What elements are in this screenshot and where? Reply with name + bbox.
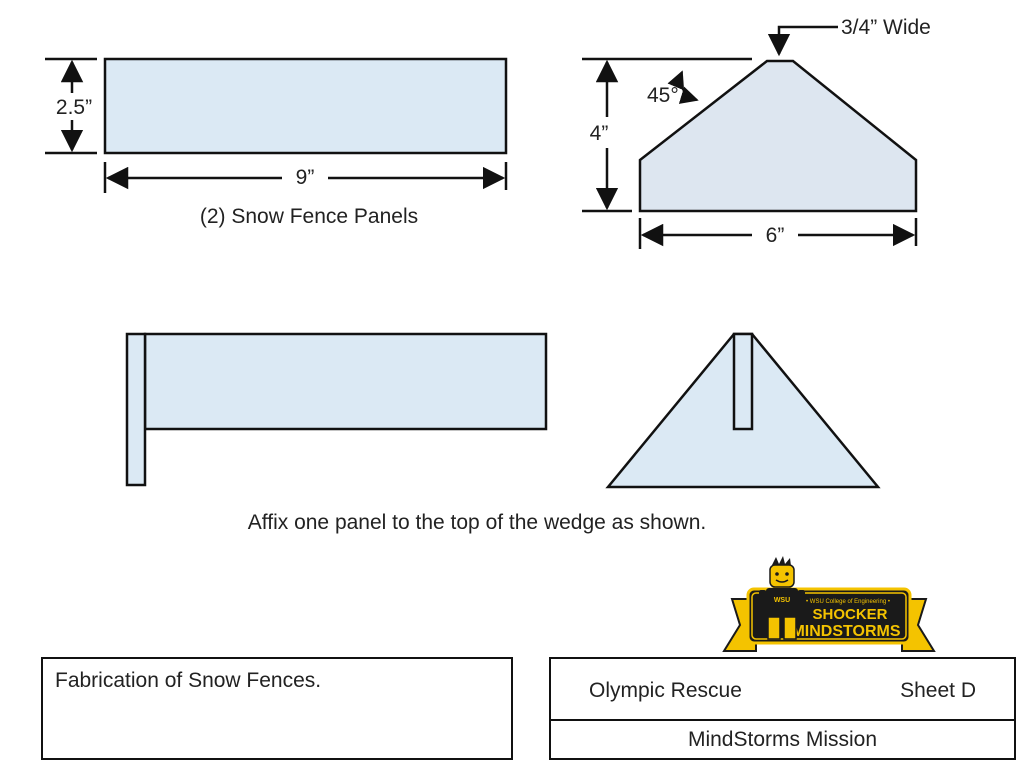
title-block-subtitle: MindStorms Mission <box>687 728 878 751</box>
technical-drawing: 2.5” 9” (2) Snow Fence Panels 3/4” Wide … <box>45 16 931 534</box>
panel-length-label: 9” <box>296 166 315 189</box>
logo-banner-inner <box>751 592 907 640</box>
assembly-panel-edge <box>732 332 754 431</box>
wedge-profile <box>638 59 918 213</box>
wedge-base-label: 6” <box>766 224 785 247</box>
wedge-top-label: 3/4” Wide <box>841 16 931 39</box>
wedge-angle-arc <box>667 70 699 104</box>
svg-text:WSU: WSU <box>774 597 790 604</box>
logo-word-mindstorms: MINDSTORMS <box>791 623 900 640</box>
logo-minifigure: WSU <box>759 556 805 640</box>
mission-name: Olympic Rescue <box>589 679 742 702</box>
description-text: Fabrication of Snow Fences. <box>55 669 322 692</box>
panel-caption: (2) Snow Fence Panels <box>200 205 418 228</box>
fence-panel-face <box>103 57 508 155</box>
logo-top-text: • WSU College of Engineering • <box>806 599 890 605</box>
sheet-id: Sheet D <box>900 679 976 702</box>
title-block: Olympic Rescue Sheet D MindStorms Missio… <box>549 657 1016 760</box>
assembly-instruction: Affix one panel to the top of the wedge … <box>248 511 706 534</box>
shocker-mindstorms-logo: • WSU College of Engineering • SHOCKER M… <box>722 556 936 652</box>
logo-word-shocker: SHOCKER <box>812 606 887 623</box>
assembly-panel-top <box>143 332 548 431</box>
wedge-top-leader <box>767 25 838 57</box>
assembly-wedge-edge <box>125 332 147 487</box>
wedge-angle-label: 45° <box>647 84 679 107</box>
title-block-top-row: Olympic Rescue Sheet D <box>551 659 1014 721</box>
description-box: Fabrication of Snow Fences. <box>41 657 513 760</box>
panel-height-label: 2.5” <box>56 96 92 119</box>
wedge-height-label: 4” <box>590 122 609 145</box>
